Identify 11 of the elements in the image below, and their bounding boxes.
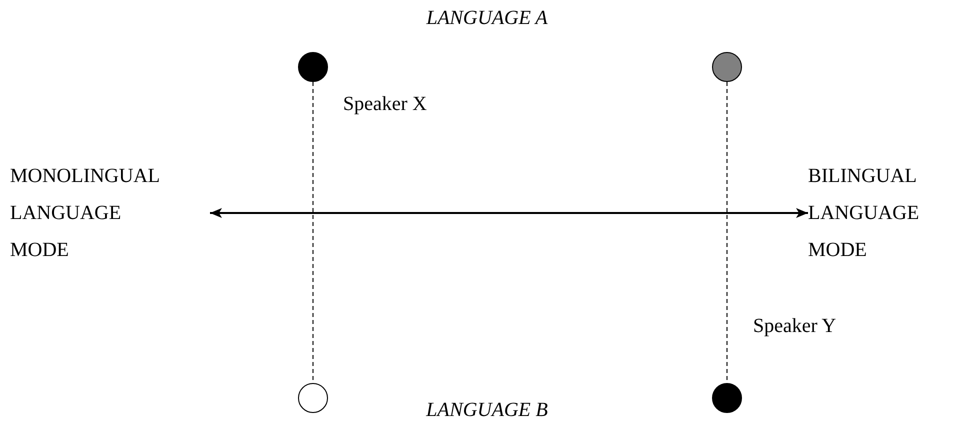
circle-marker bbox=[712, 52, 742, 82]
double-arrow bbox=[210, 208, 808, 218]
speaker-label: Speaker X bbox=[343, 92, 427, 116]
axis-title: LANGUAGE A bbox=[426, 6, 548, 30]
speaker-label: Speaker Y bbox=[753, 314, 836, 338]
circle-marker bbox=[298, 383, 328, 413]
circle-marker bbox=[712, 383, 742, 413]
circle-marker bbox=[298, 52, 328, 82]
axis-title: LANGUAGE B bbox=[426, 398, 548, 422]
mode-label: BILINGUAL LANGUAGE MODE bbox=[808, 164, 920, 262]
mode-label: MONOLINGUAL LANGUAGE MODE bbox=[10, 164, 160, 262]
